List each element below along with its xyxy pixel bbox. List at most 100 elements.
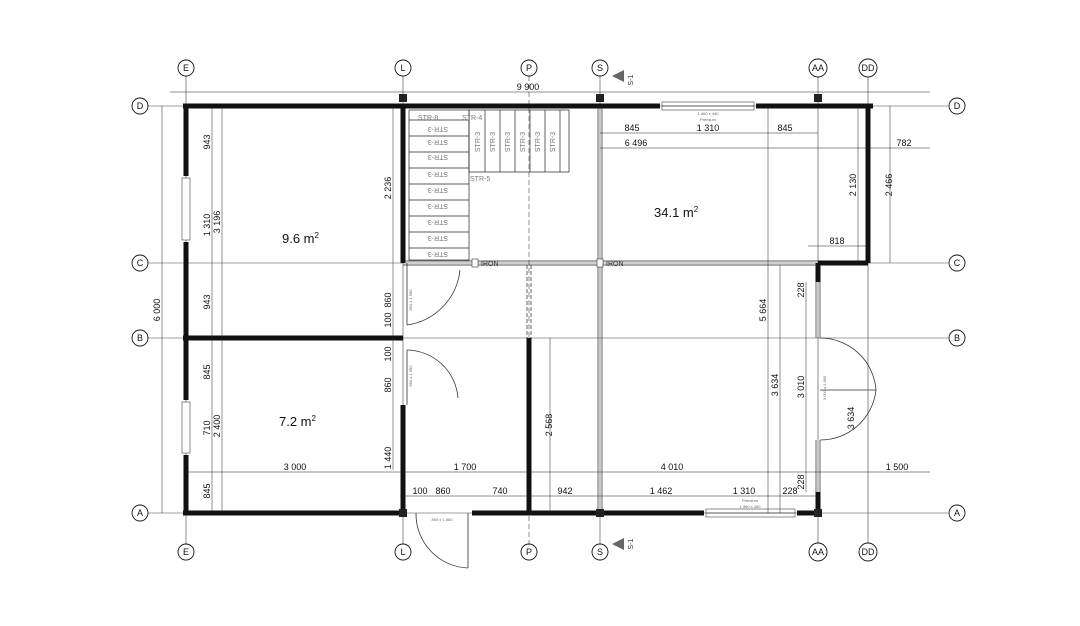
grid-label-aa-top: AA [812,63,824,73]
grid-bubbles-top: E L P S AA DD [177,58,878,78]
dim-mid-860a: 860 [383,292,393,307]
dim-right-5664: 5 664 [758,299,768,322]
grid-label-s-top: S [597,63,603,73]
dim-bot-942: 942 [557,486,572,496]
stair-label-17: STR-3 [535,132,542,152]
dimensions-row: 3 000 1 700 4 010 1 500 [186,462,930,473]
stair-label-12: STR-5 [470,176,490,183]
stair-label-1: STR-8 [418,115,438,122]
grid-axes [148,76,948,544]
stair-label-7: STR-3 [428,186,448,193]
room-area-1: 9.6 m2 [282,231,320,246]
dimensions-bottom: 100 860 740 942 1 462 1 310 228 [403,486,818,497]
dim-bot-1310: 1 310 [733,486,756,496]
stair-block: STR-8 STR-4 STR-3 STR-3 STR-3 STR-3 STR-… [408,109,570,261]
dim-bot-1462: 1 462 [650,486,673,496]
window-bottom-size: 1 360 x 450 [740,504,762,509]
stair-label-4: STR-3 [428,138,448,145]
grid-label-a-left: A [137,508,143,518]
dim-left-3196: 3 196 [212,211,222,234]
section-label-top: S-1 [628,74,635,85]
stair-label-16: STR-3 [520,132,527,152]
stair-label-9: STR-3 [428,218,448,225]
door-d-size: 3 000 x 1 980 [822,375,827,400]
dim-right-3634a: 3 634 [770,374,780,397]
dim-top-1310: 1 310 [697,123,720,133]
dim-left-845b: 845 [202,483,212,498]
dim-right-818: 818 [829,236,844,246]
dim-mid-2236: 2 236 [383,177,393,200]
dim-right-2466: 2 466 [884,174,894,197]
dimensions-top: 9 900 845 1 310 845 6 496 782 [170,82,930,149]
windows: 1 460 x 440 Premium 1 360 x 450 Premium [181,101,796,518]
door-a-size: 850 x 1 980 [408,289,413,311]
window-top-brand: Premium [700,117,717,122]
doors: 850 x 1 980 850 x 1 980 850 x 1 860 3 00… [406,263,877,569]
grid-label-l-bottom: L [400,547,405,557]
stair-label-15: STR-3 [505,132,512,152]
dimensions-right: 2 130 2 466 818 5 664 3 634 3 010 228 22… [758,106,894,513]
dim-right-3634b: 3 634 [846,407,856,430]
dim-bot-740: 740 [492,486,507,496]
dim-overall-width: 9 900 [517,82,540,92]
grid-label-b-left: B [137,333,143,343]
door-b-size: 850 x 1 980 [408,365,413,387]
grid-label-e-top: E [183,63,189,73]
grid-label-e-bottom: E [183,547,189,557]
stair-label-5: STR-3 [428,153,448,160]
room-area-2: 7.2 m2 [279,414,317,429]
grid-bubbles-bottom: E L P S AA DD [177,542,878,562]
window-left-upper [181,177,191,241]
walls [183,94,873,517]
grid-label-p-bottom: P [526,547,532,557]
grid-label-d-left: D [137,101,144,111]
grid-label-b-right: B [954,333,960,343]
dim-bot-860: 860 [435,486,450,496]
dim-top-6496: 6 496 [625,138,648,148]
grid-label-s-bottom: S [597,547,603,557]
dim-row-3000: 3 000 [284,462,307,472]
window-bottom-brand: Premium [742,498,759,503]
grid-label-p-top: P [526,63,532,73]
grid-label-a-right: A [954,508,960,518]
dim-left-845a: 845 [202,364,212,379]
iron-label-2: IRON [606,261,624,268]
grid-label-d-right: D [954,101,961,111]
dim-right-2130: 2 130 [848,174,858,197]
stair-label-13: STR-3 [475,132,482,152]
dim-top-782: 782 [896,138,911,148]
dim-mid-1440: 1 440 [383,447,393,470]
dim-left-943a: 943 [202,134,212,149]
dimensions-middle: 2 236 860 100 100 860 1 440 2 568 [383,106,554,513]
stair-label-10: STR-3 [428,234,448,241]
stair-label-18: STR-3 [550,132,557,152]
grid-label-aa-bottom: AA [812,547,824,557]
iron-label-1: IRON [481,261,499,268]
dim-top-845a: 845 [624,123,639,133]
grid-label-c-left: C [137,258,144,268]
section-marker-top: S-1 [612,70,635,85]
dim-left-2400: 2 400 [212,415,222,438]
window-top-size: 1 460 x 440 [698,111,720,116]
stair-label-3: STR-3 [428,125,448,132]
dim-mid-860b: 860 [383,377,393,392]
dim-right-228a: 228 [796,282,806,297]
grid-label-c-right: C [954,258,961,268]
dim-mid-2568: 2 568 [544,414,554,437]
dim-row-4010: 4 010 [661,462,684,472]
door-c-size: 850 x 1 860 [432,517,454,522]
section-label-bottom: S-1 [628,538,635,549]
dim-mid-100b: 100 [383,346,393,361]
dim-left-943b: 943 [202,294,212,309]
dim-mid-100a: 100 [383,312,393,327]
stair-label-8: STR-3 [428,202,448,209]
grid-label-dd-bottom: DD [862,547,875,557]
grid-label-l-top: L [400,63,405,73]
dim-top-845b: 845 [777,123,792,133]
dim-left-1310: 1 310 [202,214,212,237]
dim-overall-depth: 6 000 [152,299,162,322]
dim-left-710: 710 [202,420,212,435]
dim-right-228b: 228 [796,474,806,489]
stair-label-2: STR-4 [462,115,482,122]
